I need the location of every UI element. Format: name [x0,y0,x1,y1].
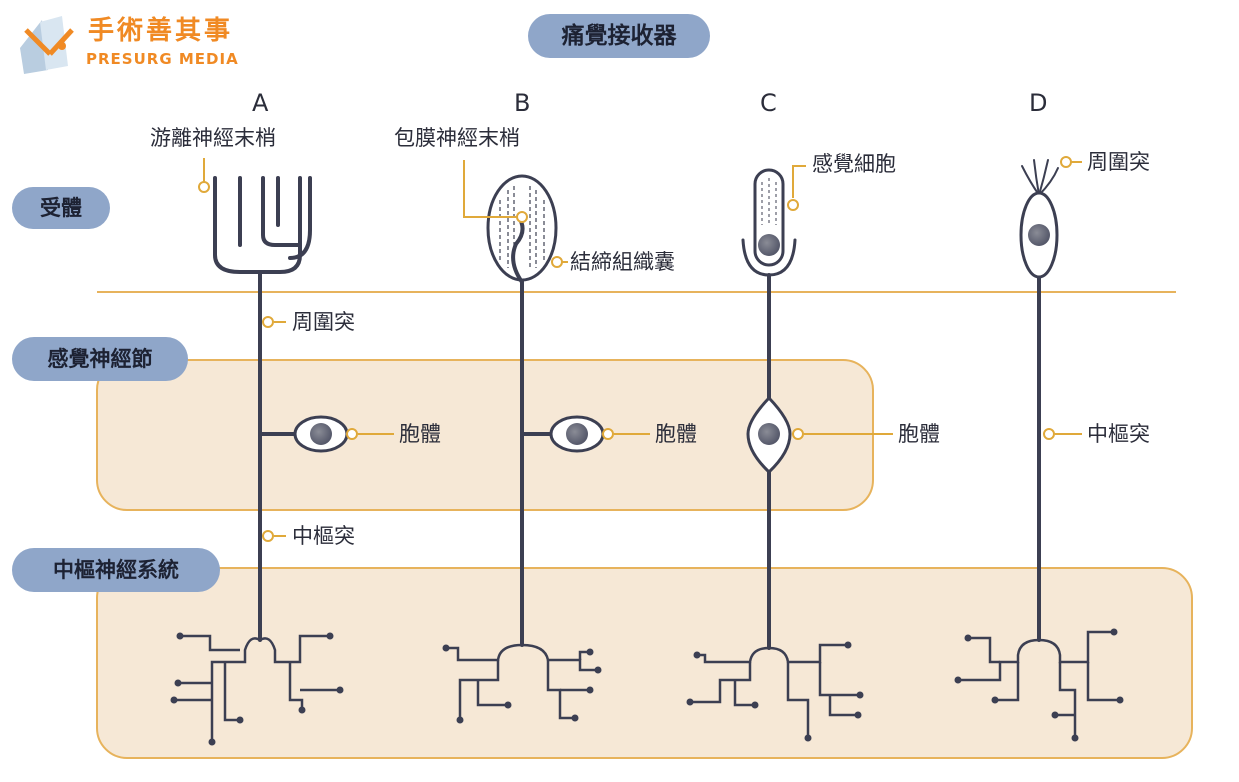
terminal-d [958,630,1120,738]
column-d-letter: D [1029,89,1048,117]
column-b-letter: B [514,89,531,117]
logo-subtext: PRESURG MEDIA [86,50,239,68]
label-b-ending: 包膜神經末梢 [394,126,520,150]
neuron-c [741,238,797,650]
neuron-a [213,176,312,642]
label-c-sensory-cell: 感覺細胞 [812,152,896,176]
section-cns: 中樞神經系統 [12,548,220,592]
callout-c-cell [792,165,806,198]
logo-text: 手術善其事 [88,16,234,46]
label-b-soma: 胞體 [655,422,697,446]
label-c-soma: 胞體 [898,422,940,446]
label-d-peripheral: 周圍突 [1087,150,1150,174]
section-receptor: 受體 [12,187,110,229]
section-ganglion: 感覺神經節 [12,337,188,381]
column-a-letter: A [252,89,269,117]
label-b-capsule: 結締組織囊 [570,250,675,274]
label-a-ending: 游離神經末梢 [150,126,276,150]
column-c-letter: C [760,89,777,117]
cns-band [96,567,1193,759]
callout-b-ending [463,160,517,218]
page-title: 痛覺接收器 [528,14,710,58]
label-a-soma: 胞體 [399,422,441,446]
label-a-peripheral: 周圍突 [292,310,355,334]
label-d-central: 中樞突 [1087,422,1150,446]
terminal-a [174,634,340,742]
logo-icon [20,16,74,74]
label-a-central: 中樞突 [292,524,355,548]
terminal-c [690,643,860,738]
